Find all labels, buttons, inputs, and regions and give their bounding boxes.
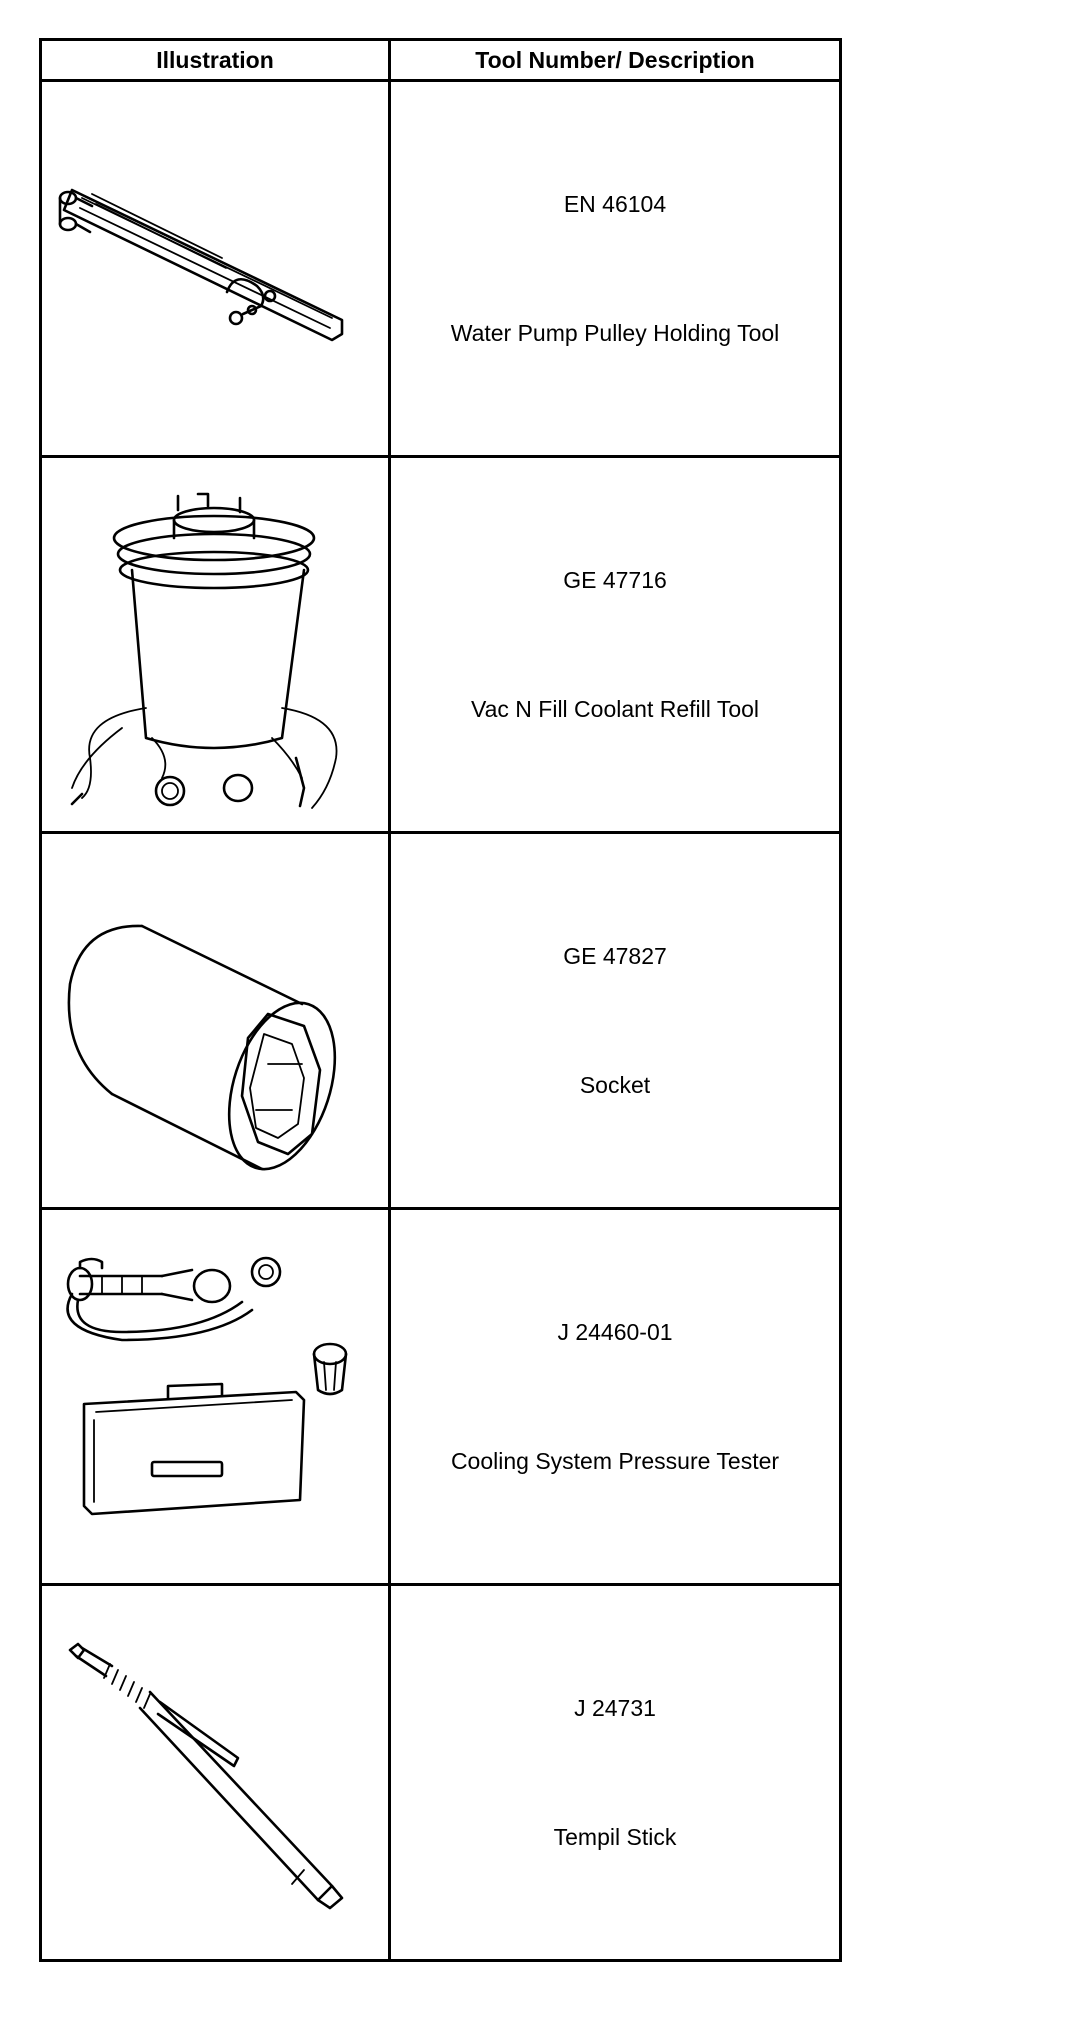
illustration-cell — [39, 1207, 391, 1586]
tool-number: J 24731 — [574, 1694, 656, 1721]
tool-description: Socket — [579, 1071, 651, 1098]
illustration-cell — [39, 1583, 391, 1962]
table-row: J 24460-01 Cooling System Pressure Teste… — [39, 1207, 842, 1586]
tool-description-cell: J 24731 Tempil Stick — [388, 1583, 842, 1962]
tool-number: EN 46104 — [563, 190, 667, 217]
tool-number: GE 47827 — [563, 942, 667, 969]
illustration-cell — [39, 831, 391, 1210]
tool-number: GE 47716 — [563, 566, 667, 593]
tool-description-cell: GE 47716 Vac N Fill Coolant Refill Tool — [388, 455, 842, 834]
table-row: GE 47827 Socket — [39, 831, 842, 1210]
header-illustration: Illustration — [39, 38, 391, 82]
tool-description: Cooling System Pressure Tester — [450, 1447, 780, 1474]
special-tools-table: Illustration Tool Number/ Description — [39, 38, 842, 1962]
table-row: GE 47716 Vac N Fill Coolant Refill Tool — [39, 455, 842, 834]
tool-description: Tempil Stick — [553, 1823, 677, 1850]
tool-number: J 24460-01 — [557, 1318, 673, 1345]
table-row: EN 46104 Water Pump Pulley Holding Tool — [39, 79, 842, 458]
table-row: J 24731 Tempil Stick — [39, 1583, 842, 1962]
tool-description: Water Pump Pulley Holding Tool — [450, 319, 780, 346]
pulley-holding-tool-icon — [58, 188, 344, 342]
tool-description-cell: GE 47827 Socket — [388, 831, 842, 1210]
tool-description: Vac N Fill Coolant Refill Tool — [470, 695, 760, 722]
pressure-tester-icon — [66, 1256, 348, 1516]
table-header-row: Illustration Tool Number/ Description — [39, 38, 842, 82]
tool-description-cell: EN 46104 Water Pump Pulley Holding Tool — [388, 79, 842, 458]
tool-description-cell: J 24460-01 Cooling System Pressure Teste… — [388, 1207, 842, 1586]
tempil-stick-icon — [68, 1642, 344, 1910]
illustration-cell — [39, 455, 391, 834]
socket-icon — [67, 924, 337, 1171]
coolant-refill-tool-icon — [70, 492, 338, 809]
illustration-cell — [39, 79, 391, 458]
header-tool-number-description: Tool Number/ Description — [388, 38, 842, 82]
